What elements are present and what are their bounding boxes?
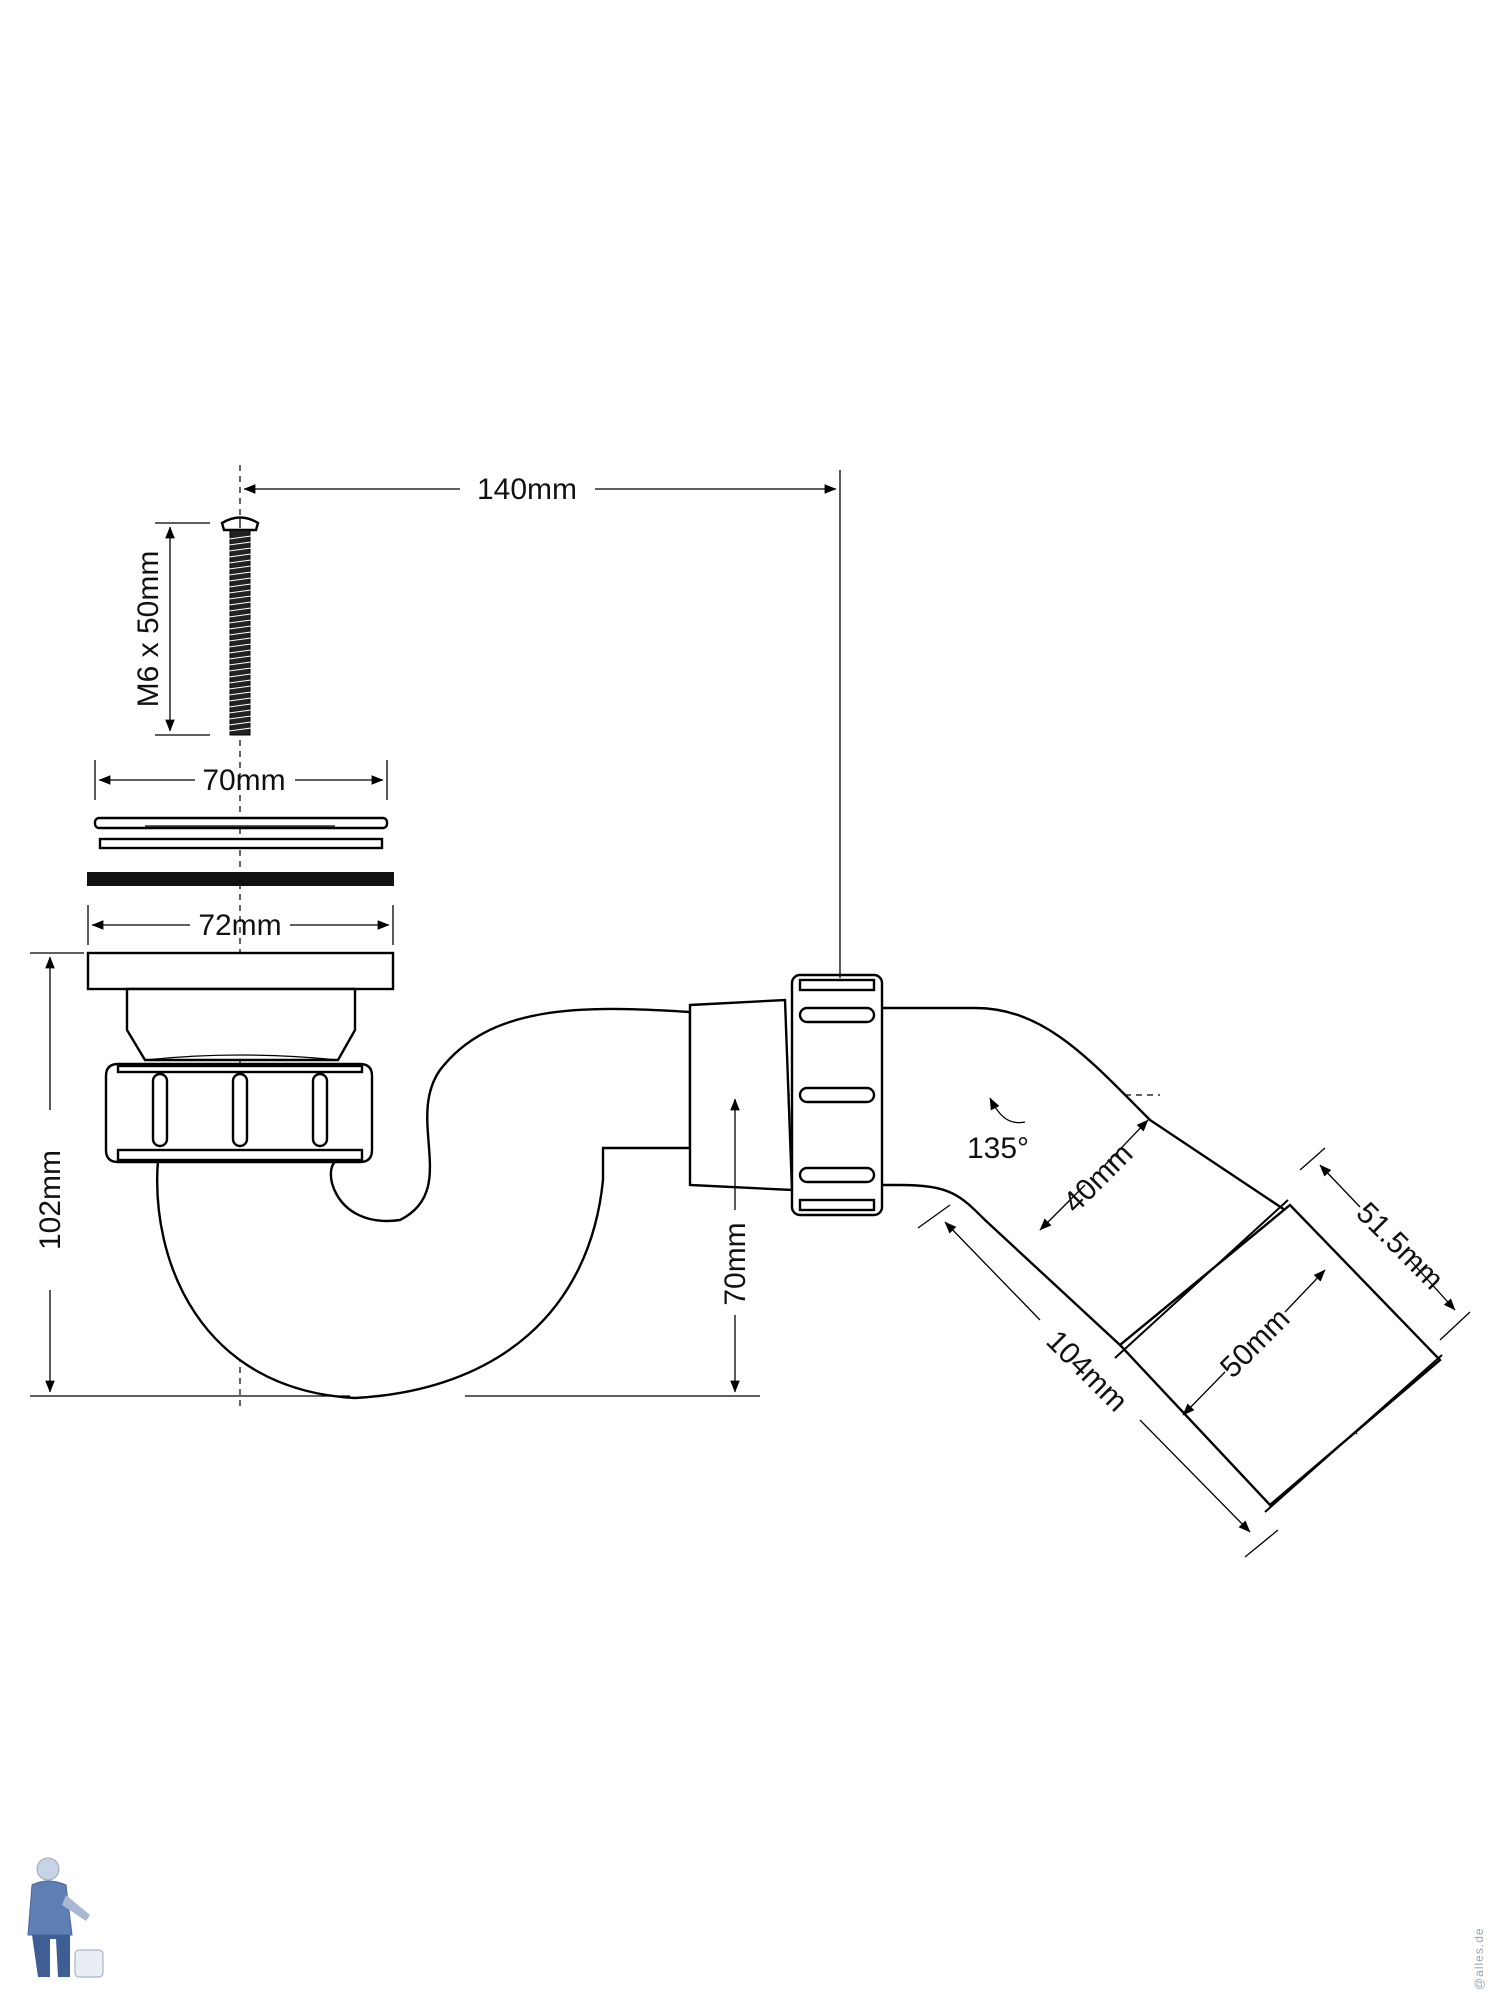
nut-right-rib-2 [798, 1086, 876, 1104]
sleeve-ring-bottom [1264, 1354, 1443, 1513]
cone-adapter [688, 998, 794, 1192]
dimension-lines [30, 470, 1471, 1558]
nut-rim-top [116, 1064, 364, 1074]
grate-assembly [87, 816, 394, 886]
label-140mm: 140mm [477, 473, 577, 506]
nut-right-rib-3 [798, 1166, 876, 1184]
bolt-threads [228, 535, 252, 732]
plumber-figure-icon [27, 1857, 104, 1978]
nut-rib-3 [311, 1072, 329, 1148]
nut-rim-bottom [116, 1148, 364, 1162]
label-135-degrees: 135° [967, 1132, 1029, 1165]
nut-right-rib-1 [798, 1006, 876, 1024]
waste-body [125, 987, 357, 1062]
rubber-seal [87, 872, 394, 886]
bolt [220, 516, 260, 736]
grate-spacer [98, 837, 384, 850]
trap-u-bend [156, 1007, 692, 1400]
label-bolt-size: M6 x 50mm [132, 551, 165, 708]
label-70mm-grate: 70mm [202, 764, 285, 797]
flange [86, 951, 395, 991]
label-72mm: 72mm [198, 909, 281, 942]
outlet-pipe [878, 1006, 1288, 1347]
nut-rib-2 [231, 1072, 249, 1148]
nut-rib-1 [151, 1072, 169, 1148]
nut-right-rim-bottom [798, 1198, 876, 1212]
nut-right-rim-top [798, 978, 876, 992]
label-70mm-seal: 70mm [719, 1222, 752, 1305]
label-102mm: 102mm [34, 1150, 67, 1250]
sleeve-ring-top [1114, 1199, 1289, 1359]
trap-body [86, 951, 1443, 1513]
watermark: @alles.de [1472, 1927, 1486, 1990]
